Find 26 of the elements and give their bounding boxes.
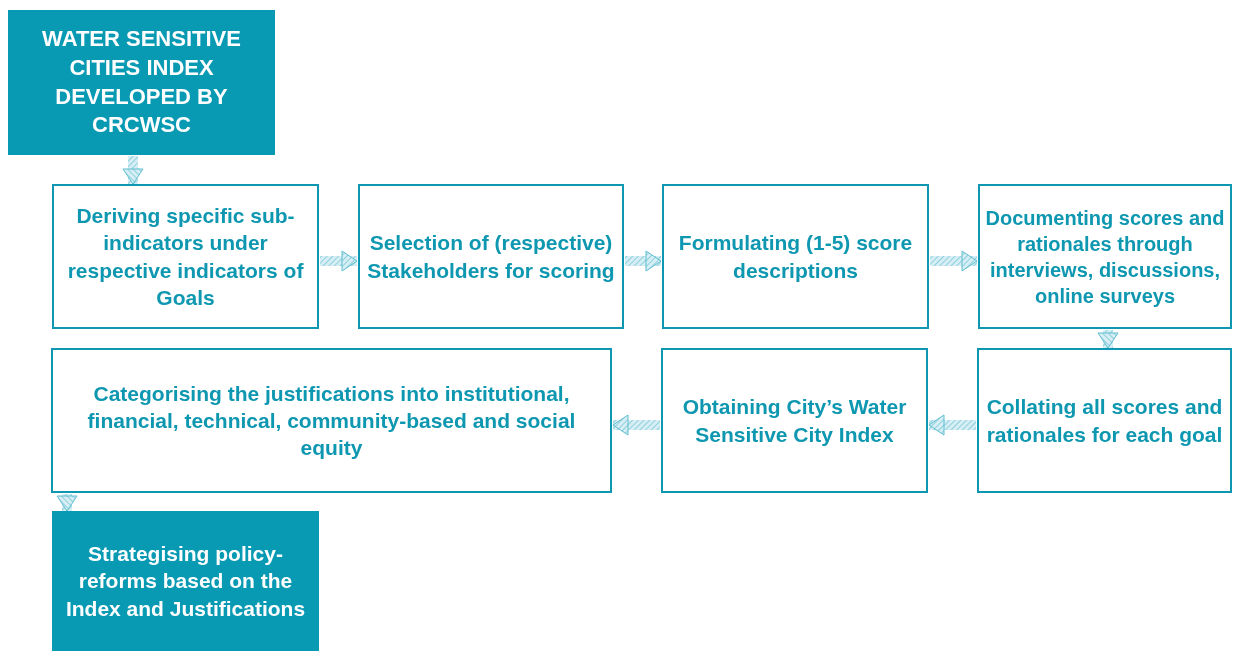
process-box xyxy=(977,348,1232,493)
step-text: WATER SENSITIVE CITIES INDEX DEVELOPED BY CRCWSC xyxy=(41,25,242,140)
step-text: Formulating (1-5) score descriptions xyxy=(677,230,914,284)
step-text: Deriving specific sub-indicators under respective indicators of Goals xyxy=(66,202,305,311)
block-arrow xyxy=(122,156,144,185)
block-arrow xyxy=(320,250,358,272)
process-box xyxy=(661,348,928,493)
step-text: Collating all scores and rationales for each goal xyxy=(985,394,1224,448)
block-arrow xyxy=(928,414,976,436)
process-box xyxy=(52,511,319,651)
process-box xyxy=(51,348,612,493)
block-arrow xyxy=(1097,330,1119,349)
step-text: Obtaining City’s Water Sensitive City Index xyxy=(681,394,908,448)
process-box xyxy=(978,184,1232,329)
process-box xyxy=(358,184,624,329)
process-box xyxy=(662,184,929,329)
step-text: Documenting scores and rationales through interviews, discussions, online surveys xyxy=(984,205,1226,309)
process-box xyxy=(8,10,275,155)
block-arrow xyxy=(612,414,660,436)
process-box xyxy=(52,184,319,329)
step-text: Categorising the justifications into institutional, financial, technical, community-based and social equity xyxy=(86,380,577,462)
step-text: Selection of (respective) Stakeholders for scoring xyxy=(366,230,616,284)
block-arrow xyxy=(625,250,662,272)
block-arrow xyxy=(56,494,78,512)
block-arrow xyxy=(930,250,978,272)
step-text: Strategising policy-reforms based on the Index and Justifications xyxy=(64,541,307,622)
